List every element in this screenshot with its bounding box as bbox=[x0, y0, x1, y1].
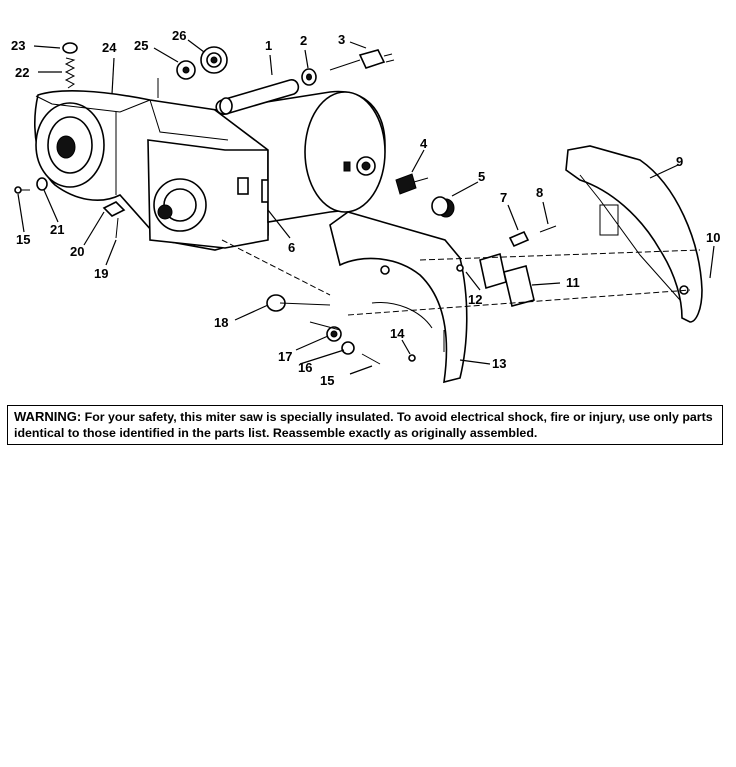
exploded-parts-diagram: 1 2 3 4 5 6 7 8 9 10 11 12 13 14 15 16 1… bbox=[11, 28, 720, 388]
warning-text: For your safety, this miter saw is speci… bbox=[14, 410, 713, 440]
warning-heading: WARNING: bbox=[14, 409, 82, 424]
washer-2-hole bbox=[306, 73, 312, 81]
power-cord bbox=[329, 49, 395, 71]
callout-6: 6 bbox=[288, 240, 295, 255]
lower-guard-plate bbox=[329, 211, 468, 384]
callout-15-lower: 15 bbox=[320, 373, 334, 388]
callout-16: 16 bbox=[298, 360, 312, 375]
small-hardware-left bbox=[14, 177, 126, 239]
callout-12: 12 bbox=[468, 292, 482, 307]
motor-end-plate bbox=[147, 139, 273, 249]
callout-11: 11 bbox=[566, 275, 580, 290]
callout-2: 2 bbox=[300, 33, 307, 48]
callout-8: 8 bbox=[536, 185, 543, 200]
spring-assembly bbox=[62, 42, 78, 89]
switch-parts bbox=[456, 225, 557, 307]
callout-23: 23 bbox=[11, 38, 25, 53]
safety-warning-box: WARNING: For your safety, this miter saw… bbox=[7, 405, 723, 445]
callout-21: 21 bbox=[50, 222, 64, 237]
callout-13: 13 bbox=[492, 356, 506, 371]
assembly-lines bbox=[157, 78, 701, 331]
callout-4: 4 bbox=[420, 136, 428, 151]
motor-housing bbox=[213, 90, 386, 223]
callout-19: 19 bbox=[94, 266, 108, 281]
callout-7: 7 bbox=[500, 190, 507, 205]
callout-24: 24 bbox=[102, 40, 117, 55]
callout-18: 18 bbox=[214, 315, 228, 330]
handle bbox=[215, 79, 300, 115]
callout-14: 14 bbox=[390, 326, 405, 341]
callout-17: 17 bbox=[278, 349, 292, 364]
callout-15-upper: 15 bbox=[16, 232, 30, 247]
callout-22: 22 bbox=[15, 65, 29, 80]
small-hardware-bottom bbox=[326, 326, 416, 365]
callout-25: 25 bbox=[134, 38, 148, 53]
bearing-set bbox=[176, 46, 228, 80]
callout-10: 10 bbox=[706, 230, 720, 245]
brush-and-cap bbox=[395, 173, 455, 218]
callout-20: 20 bbox=[70, 244, 84, 259]
callout-5: 5 bbox=[478, 169, 485, 184]
callout-1: 1 bbox=[265, 38, 272, 53]
handle-frame bbox=[565, 145, 703, 323]
callout-9: 9 bbox=[676, 154, 683, 169]
leader-lines bbox=[17, 39, 715, 375]
callout-3: 3 bbox=[338, 32, 345, 47]
callout-labels: 1 2 3 4 5 6 7 8 9 10 11 12 13 14 15 16 1… bbox=[11, 28, 720, 388]
callout-26: 26 bbox=[172, 28, 186, 43]
